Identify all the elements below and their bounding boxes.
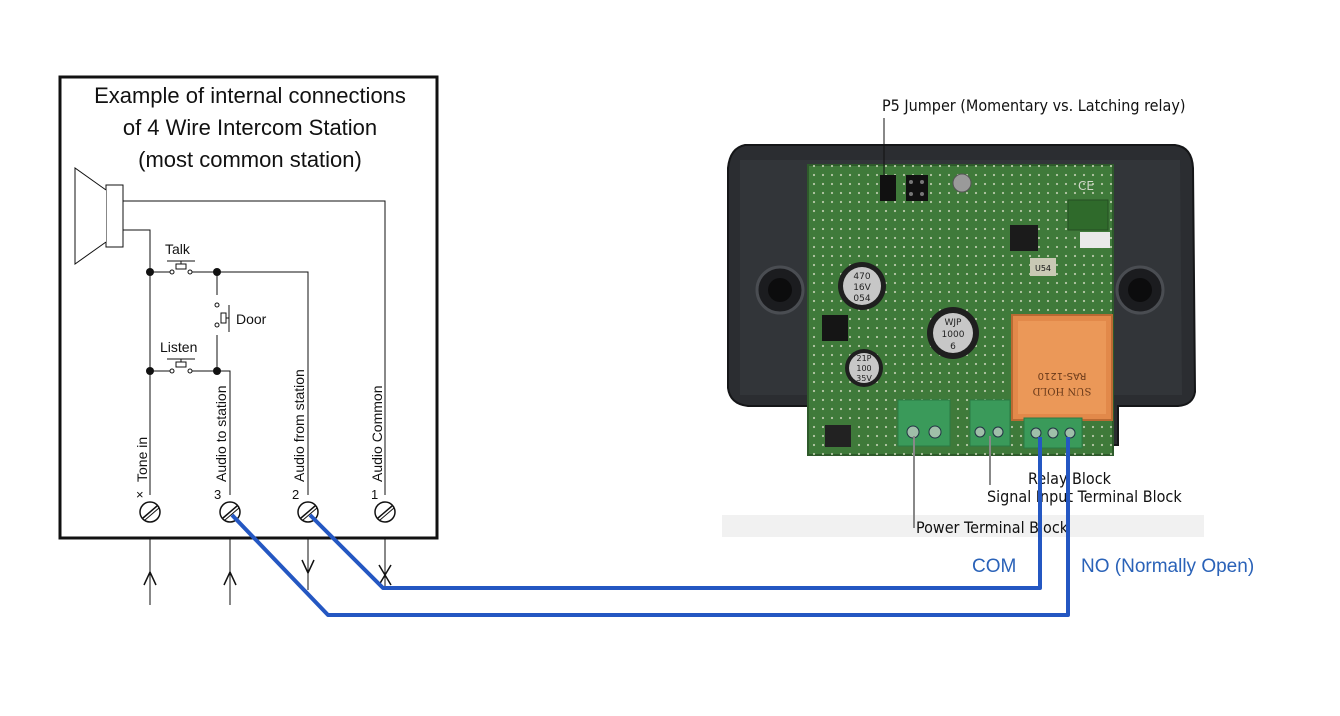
capacitor-1-icon: 470 16V 054	[838, 262, 886, 310]
ce-mark: CE	[1078, 179, 1094, 193]
common-line	[123, 200, 386, 495]
board-callouts	[883, 118, 991, 528]
listen-switch-icon	[167, 358, 195, 374]
svg-text:470: 470	[853, 272, 870, 282]
p5-jumper-label: P5 Jumper (Momentary vs. Latching relay)	[882, 96, 1185, 115]
schematic-title-line-3: (most common station)	[138, 147, 362, 172]
schematic-title-line-2: of 4 Wire Intercom Station	[123, 115, 377, 140]
svg-text:SUN HOLD: SUN HOLD	[1033, 385, 1092, 396]
com-wire	[308, 437, 1042, 590]
svg-text:RAS-1210: RAS-1210	[1038, 370, 1087, 381]
com-label: COM	[972, 556, 1016, 577]
terminal-label-audio-common: Audio Common	[369, 386, 385, 483]
capacitor-2-icon: WJP 1000 6	[927, 307, 979, 359]
speaker-return	[123, 229, 151, 495]
screw-terminal-tone-in-icon	[139, 501, 161, 523]
capacitor-3-icon: 21P 100 35V	[845, 349, 883, 387]
speaker-icon	[74, 167, 124, 265]
power-terminal-block-icon	[897, 399, 951, 447]
talk-switch-label: Talk	[165, 241, 191, 257]
terminal-label-audio-from-station: Audio from station	[291, 369, 307, 482]
ic-label: U54	[1035, 264, 1051, 273]
terminal-label-audio-to-station: Audio to station	[213, 385, 229, 482]
svg-text:1000: 1000	[942, 330, 965, 340]
signal-input-label: Signal Input Terminal Block	[987, 487, 1182, 506]
talk-switch-icon	[167, 260, 195, 275]
svg-text:6: 6	[950, 342, 956, 352]
terminal-number-3: 3	[214, 487, 221, 502]
terminal-number-1: 1	[371, 487, 378, 502]
external-leads	[143, 538, 392, 605]
power-terminal-label: Power Terminal Block	[916, 518, 1069, 537]
svg-text:16V: 16V	[853, 283, 871, 293]
listen-switch-label: Listen	[160, 339, 197, 355]
relay-board-photo: U54 CE 470 16V 054 WJP 1000 6 21P 100 35…	[722, 144, 1204, 537]
relay-icon: SUN HOLD RAS-1210	[1011, 314, 1113, 421]
listen-out	[190, 370, 231, 495]
schematic-frame	[58, 75, 439, 540]
no-wire	[230, 437, 1070, 617]
svg-text:WJP: WJP	[945, 318, 963, 328]
relay-terminal-block-icon	[1023, 417, 1083, 449]
svg-text:35V: 35V	[856, 374, 872, 383]
schematic-title-line-1: Example of internal connections	[94, 83, 406, 108]
talk-out	[190, 271, 309, 495]
door-switch-icon	[214, 302, 230, 332]
terminal-label-tone-in: Tone in	[134, 437, 150, 482]
screw-terminal-1-icon	[374, 501, 396, 523]
door-switch-label: Door	[236, 311, 267, 327]
schematic: Example of internal connections of 4 Wir…	[58, 75, 439, 540]
svg-text:054: 054	[853, 294, 870, 304]
terminal-number-2: 2	[292, 487, 299, 502]
no-label: NO (Normally Open)	[1081, 556, 1254, 577]
svg-text:100: 100	[856, 364, 871, 373]
svg-text:21P: 21P	[856, 354, 871, 363]
terminal-symbol-tone-in: ×	[136, 487, 144, 502]
